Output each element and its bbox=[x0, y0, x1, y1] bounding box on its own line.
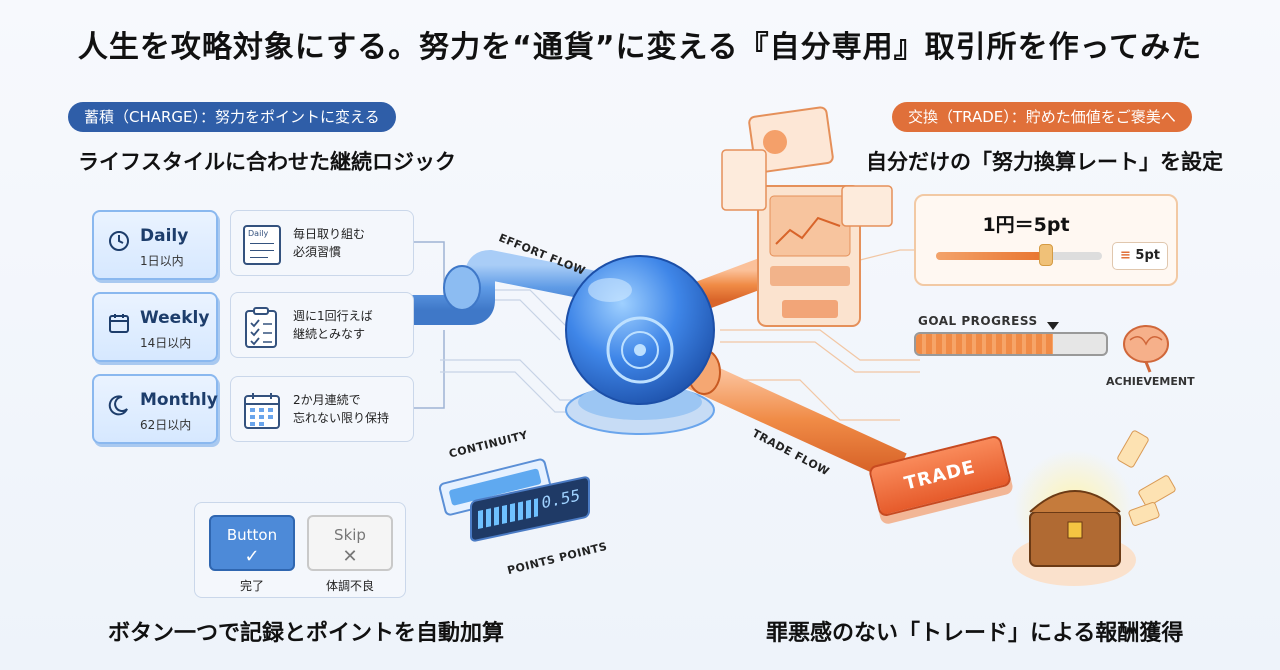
rate-value: 5pt bbox=[1135, 248, 1160, 263]
rule-card-weekly: 週に1回行えば 継続とみなす bbox=[230, 292, 414, 358]
rule-line: 2か月連続で bbox=[293, 393, 361, 407]
rate-slider-track[interactable] bbox=[936, 252, 1102, 260]
rule-line: 忘れない限り保持 bbox=[293, 411, 390, 425]
rule-text: 毎日取り組む 必須習慣 bbox=[293, 225, 411, 261]
rule-line: 毎日取り組む bbox=[293, 227, 366, 241]
skip-caption: 体調不良 bbox=[325, 579, 374, 593]
period-card-daily: Daily 1日以内 bbox=[92, 210, 218, 280]
period-limit: 14日以内 bbox=[140, 336, 192, 350]
points-bar bbox=[478, 498, 538, 530]
calendar-icon bbox=[109, 314, 129, 333]
circuit-traces-orange bbox=[720, 249, 920, 421]
moon-icon bbox=[108, 395, 128, 416]
clock-icon bbox=[109, 231, 129, 251]
period-name: Weekly bbox=[140, 308, 210, 328]
pipe-joint bbox=[443, 265, 481, 311]
rate-value-chip: ≡ 5pt bbox=[1112, 242, 1168, 270]
page-title: 人生を攻略対象にする。努力を“通貨”に変える『自分専用』取引所を作ってみた bbox=[77, 30, 1203, 65]
goal-progress-bar bbox=[914, 332, 1108, 356]
record-button-panel: Button ✓ Skip ✕ 完了 体調不良 bbox=[194, 502, 406, 598]
skip-button[interactable]: Skip ✕ bbox=[307, 515, 393, 571]
period-limit: 1日以内 bbox=[140, 254, 184, 268]
rule-card-monthly: 2か月連続で 忘れない限り保持 bbox=[230, 376, 414, 442]
exchange-rate-title: 1円＝5pt bbox=[982, 214, 1070, 236]
checklist-icon bbox=[245, 307, 277, 348]
period-card-weekly: Weekly 14日以内 bbox=[92, 292, 218, 362]
reward-trade-heading: 罪悪感のない「トレード」による報酬獲得 bbox=[766, 621, 1184, 646]
trade-section-pill: 交換（TRADE）：貯めた価値をご褒美へ bbox=[892, 102, 1192, 132]
points-counter-value: 0.55 bbox=[541, 485, 580, 513]
treasure-chest-icon bbox=[1012, 430, 1176, 586]
continuity-logic-heading: ライフスタイルに合わせた継続ロジック bbox=[78, 150, 456, 174]
rate-slider-knob[interactable] bbox=[1038, 244, 1053, 266]
brain-icon bbox=[1123, 325, 1169, 373]
period-card-monthly: Monthly 62日以内 bbox=[92, 374, 218, 444]
done-caption: 完了 bbox=[239, 579, 264, 593]
done-button-label: Button bbox=[226, 526, 278, 544]
calendar-grid-icon bbox=[244, 393, 280, 429]
period-name: Daily bbox=[140, 226, 189, 246]
goal-progress-label: GOAL PROGRESS bbox=[918, 314, 1038, 328]
trade-pipe-lower bbox=[683, 357, 907, 483]
goal-marker bbox=[1046, 322, 1059, 330]
rule-line: 週に1回行えば bbox=[293, 309, 373, 323]
exchange-rate-box: 1円＝5pt ≡ 5pt bbox=[914, 194, 1178, 286]
exchange-machine bbox=[721, 106, 893, 327]
notebook-icon-label: Daily bbox=[248, 229, 269, 238]
auto-points-heading: ボタン一つで記録とポイントを自動加算 bbox=[108, 621, 505, 646]
rule-card-daily: Daily 毎日取り組む 必須習慣 bbox=[230, 210, 414, 276]
rate-slider-fill bbox=[936, 252, 1046, 260]
period-limit: 62日以内 bbox=[140, 418, 192, 432]
done-button[interactable]: Button ✓ bbox=[209, 515, 295, 571]
rate-setting-heading: 自分だけの「努力換算レート」を設定 bbox=[866, 150, 1223, 174]
achievement-label: ACHIEVEMENT bbox=[1106, 375, 1195, 388]
notebook-icon: Daily bbox=[243, 225, 281, 265]
rule-text: 2か月連続で 忘れない限り保持 bbox=[293, 391, 411, 427]
check-icon: ✓ bbox=[244, 546, 260, 567]
close-icon: ✕ bbox=[342, 546, 358, 567]
charge-section-pill: 蓄積（CHARGE）：努力をポイントに変える bbox=[68, 102, 396, 132]
rule-text: 週に1回行えば 継続とみなす bbox=[293, 307, 411, 343]
goal-progress-fill bbox=[916, 334, 1053, 354]
rule-line: 継続とみなす bbox=[293, 327, 366, 341]
rule-line: 必須習慣 bbox=[293, 245, 342, 259]
skip-button-label: Skip bbox=[334, 526, 366, 544]
period-name: Monthly bbox=[140, 390, 218, 410]
coin-icon: ≡ bbox=[1119, 248, 1131, 263]
